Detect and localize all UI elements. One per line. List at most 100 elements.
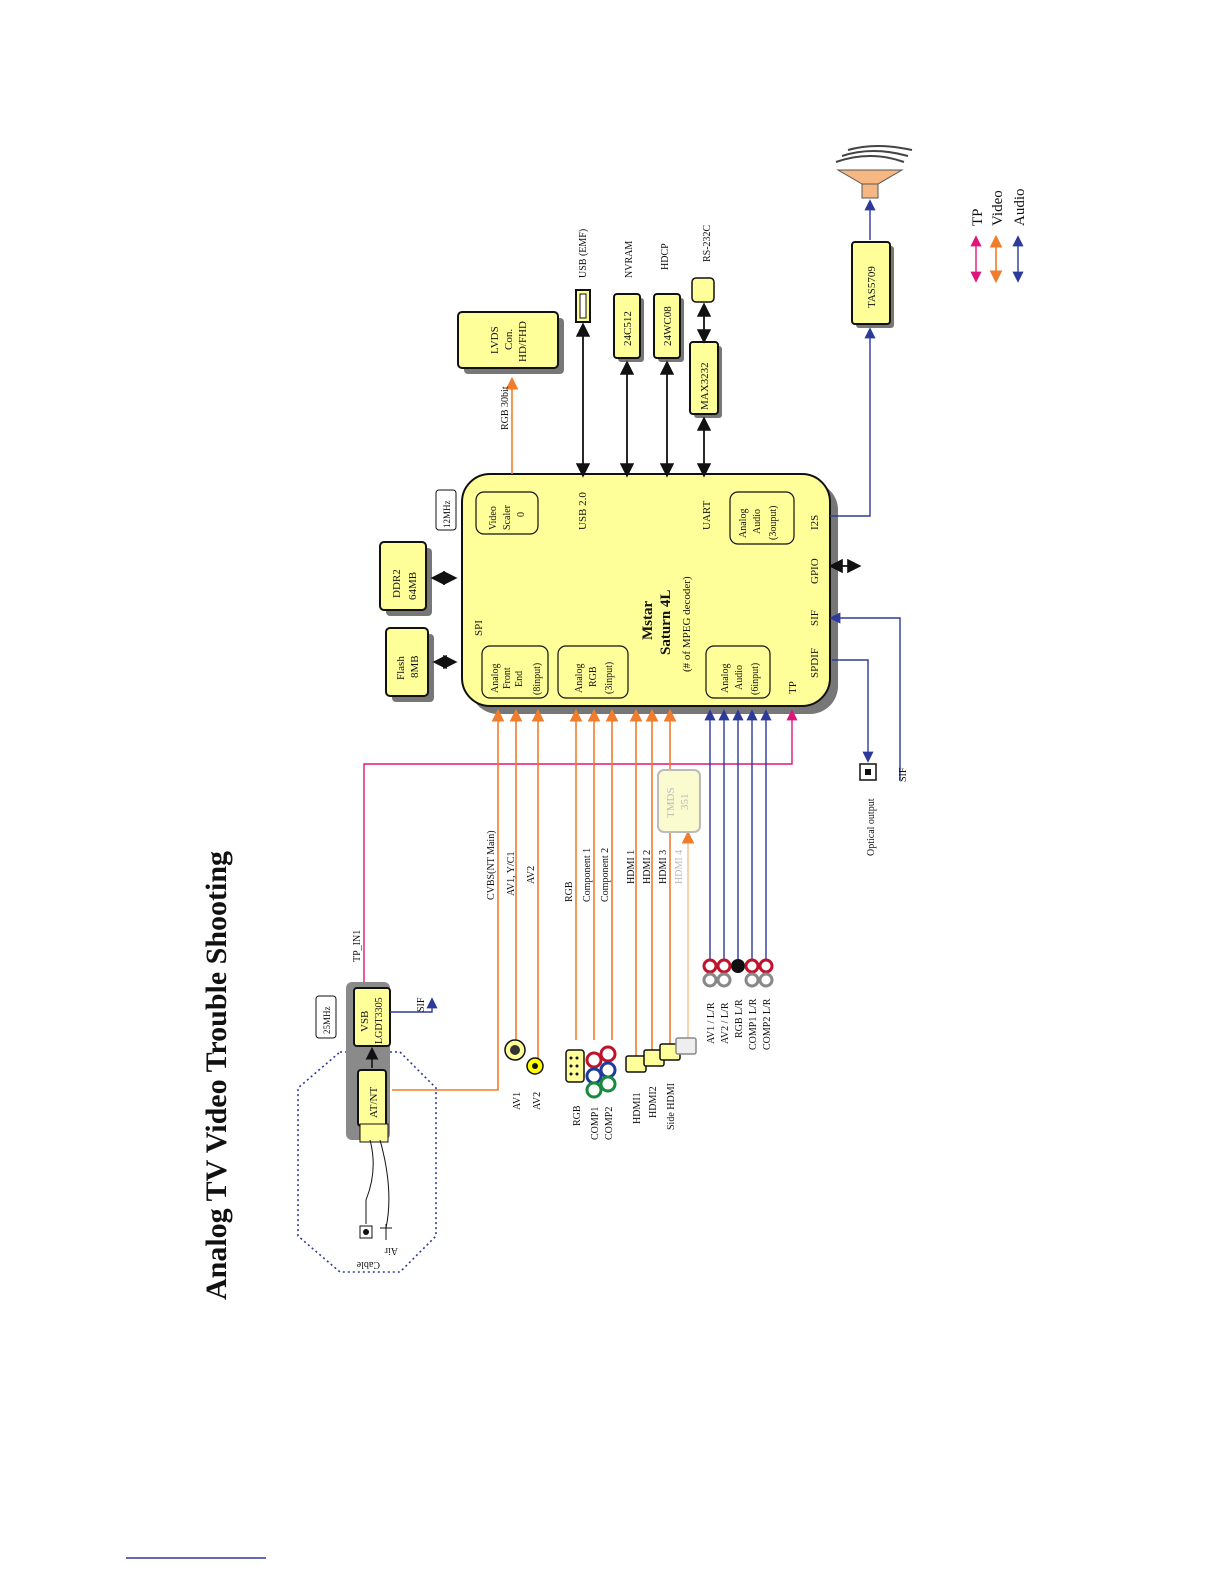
audin-line-3: (6input) [750,663,761,695]
lvds-line-2: Con. [503,329,515,350]
conn-av1: AV1 [512,1092,523,1110]
legend: TP Video Audio [970,189,1028,284]
hdcp-chip-label: 24WC08 [662,306,674,346]
cable-input [359,1225,373,1239]
flash-line-2: 8MB [409,655,421,678]
vsb-line-1: VSB [359,1011,371,1032]
usb-emf-label: USB (EMF) [578,229,589,278]
vin-hdmi4: HDMI 4 [674,850,685,884]
rca-yellow-connector-icon [526,1057,544,1075]
conn-side-hdmi: Side HDMI [666,1083,677,1130]
legend-audio: Audio [1012,189,1028,227]
conn-comp2: COMP2 [604,1107,615,1140]
page-title: Analog TV Video Trouble Shooting [200,851,233,1300]
ain-av2: AV2 / L/R [720,1002,731,1044]
nvram-chip-label: 24C512 [622,311,634,346]
cable-label: Cable [356,1259,380,1270]
amp-chip: TAS5709 [851,241,894,328]
conn-comp1: COMP1 [590,1107,601,1140]
conn-rgb: RGB [572,1105,583,1126]
vin-rgb: RGB [564,881,575,902]
vin-comp2: Component 2 [600,848,611,902]
ain-comp1: COMP1 L/R [748,998,759,1050]
legend-video: Video [990,190,1006,226]
chip-note: (# of MPEG decoder) [681,576,693,672]
lvds-line-1: LVDS [489,326,501,354]
tp-in-label: TP_IN1 [352,930,363,962]
rs232-label: RS-232C [702,224,713,262]
vin-hdmi3: HDMI 3 [658,850,669,884]
ddr-line-1: DDR2 [391,569,403,598]
port-tp: TP [787,681,799,694]
audin-line-2: Audio [734,665,745,690]
lvds-line-3: HD/FHD [517,321,529,362]
flash-chip: Flash 8MB [385,627,434,702]
rgb-line-2: RGB [588,666,599,687]
component-connector-icon [585,1045,617,1099]
xtal-12mhz [435,489,457,531]
flash-line-1: Flash [395,656,407,680]
vin-av2: AV2 [526,866,537,884]
scaler-line-2: Scaler [502,504,513,530]
vsb-line-2: LGDT3305 [374,997,385,1044]
afe-line-3: End [514,671,525,687]
ddr-line-2: 64MB [407,572,419,600]
audout-line-3: (3ouput) [768,506,779,540]
rgb30-label: RGB 30bit [500,386,511,430]
ain-rgb: RGB L/R [734,999,745,1038]
vin-av1: AV1, Y/C1 [506,852,517,896]
port-sif: SIF [809,610,821,626]
nvram-label: NVRAM [624,241,635,278]
ddr-chip: DDR2 64MB [379,541,432,616]
max-label: MAX3232 [699,362,711,410]
amp-label: TAS5709 [866,266,878,308]
audout-line-1: Analog [738,509,749,538]
audio-jack-icons [702,958,774,988]
lvds-connector: LVDS Con. HD/FHD [457,311,564,374]
tmds-line-1: TMDS [665,787,677,818]
scaler-line-3: 0 [516,512,527,517]
xtal-25mhz [315,995,337,1039]
port-spdif: SPDIF [809,648,821,678]
hdcp-chip: 24WC08 [653,293,684,362]
tmds-line-2: 351 [679,794,691,811]
scaler-line-1: Video [488,506,499,530]
audin-line-1: Analog [720,664,731,693]
rgb-line-1: Analog [574,664,585,693]
afe-line-2: Front [502,667,513,689]
vin-hdmi1: HDMI 1 [626,850,637,884]
ain-av1: AV1 / L/R [706,1002,717,1044]
xtal-25mhz-label: 25MHz [322,1006,332,1034]
hdcp-label: HDCP [660,243,671,270]
vga-connector-icon [565,1049,585,1083]
conn-av2: AV2 [532,1092,543,1110]
tmds-chip [657,769,701,833]
optical-label: Optical output [866,798,877,856]
vin-comp1: Component 1 [582,848,593,902]
vin-hdmi2: HDMI 2 [642,850,653,884]
vin-cvbs: CVBS(NT Main) [486,830,497,900]
xtal-12mhz-label: 12MHz [442,500,452,528]
chip-name: Saturn 4L [658,590,674,655]
hdmi-connector-icon [625,1037,697,1073]
svideo-connector-icon [504,1039,526,1061]
afe-line-1: Analog [490,664,501,693]
tuner-outline [297,1051,437,1273]
port-gpio: GPIO [809,558,821,584]
conn-hdmi2: HDMI2 [648,1086,659,1118]
mstar-chip: Mstar Saturn 4L (# of MPEG decoder) Anal… [461,473,838,714]
rgb-line-3: (3input) [604,662,615,694]
conn-hdmi1: HDMI1 [632,1092,643,1124]
chip-vendor: Mstar [640,601,656,640]
port-usb: USB 2.0 [577,492,589,530]
ain-comp2: COMP2 L/R [762,998,773,1050]
nvram-chip: 24C512 [613,293,644,362]
speaker-icon [835,145,913,199]
air-label: Air [384,1245,398,1256]
port-i2s: I2S [809,515,821,530]
max3232-chip: MAX3232 [689,341,722,418]
sif-bottom-label: SIF [898,767,909,782]
afe-line-4: (8input) [532,663,543,695]
legend-tp: TP [970,208,986,226]
